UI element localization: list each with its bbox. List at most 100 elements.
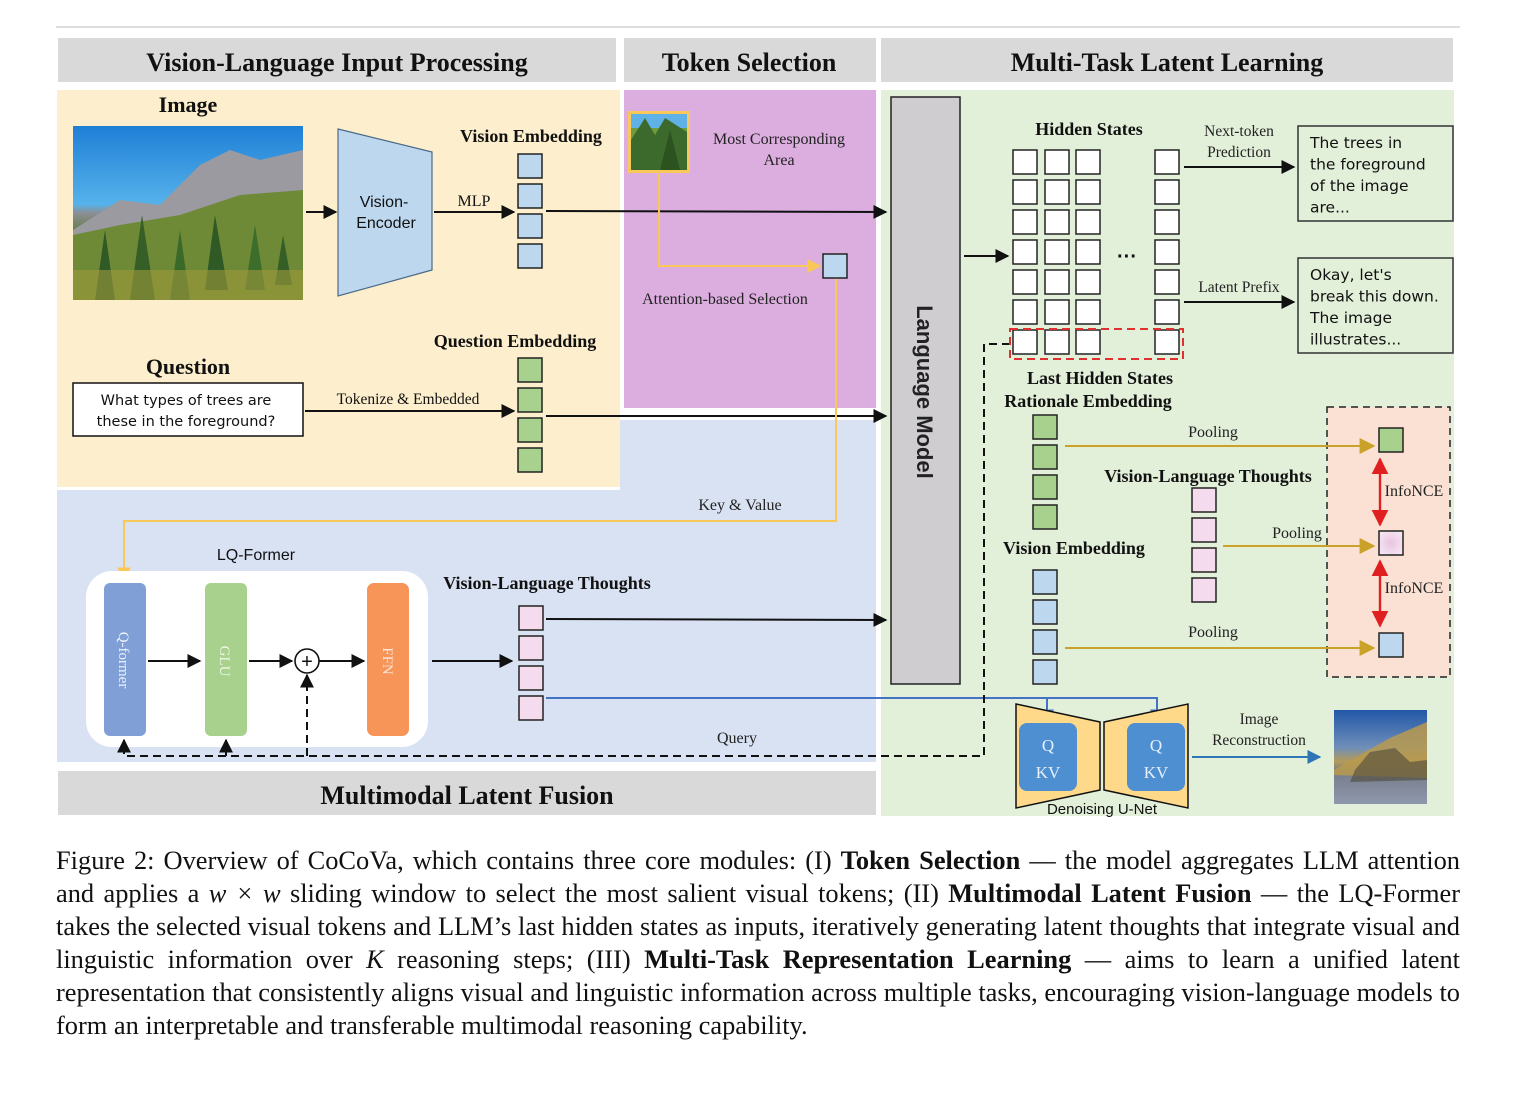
question-token bbox=[517, 387, 543, 413]
question-token bbox=[517, 417, 543, 443]
rationale-embedding-tokens bbox=[1032, 414, 1058, 530]
mt-thoughts-label: Vision-Language Thoughts bbox=[1104, 466, 1312, 486]
next-token-label-1: Next-token bbox=[1204, 123, 1274, 140]
unet-q-left: Q bbox=[1042, 736, 1054, 755]
vision-encoder-text-1: Vision- bbox=[360, 194, 409, 211]
vision-embedding-label: Vision Embedding bbox=[460, 126, 602, 146]
thought-token bbox=[1191, 547, 1217, 573]
qformer-block bbox=[104, 583, 146, 736]
language-model-block bbox=[890, 96, 961, 685]
hidden-state-cell bbox=[1154, 209, 1180, 235]
caption-text-3: — the LQ-Former takes the selected visua… bbox=[56, 878, 1460, 974]
output-text-line: of the image bbox=[1310, 177, 1409, 195]
lq-former-label: LQ-Former bbox=[217, 547, 296, 564]
output-text-line: illustrates... bbox=[1310, 331, 1401, 349]
hidden-states-grid bbox=[1012, 149, 1180, 355]
question-text-2: these in the foreground? bbox=[97, 414, 276, 430]
qformer-text: Q-former bbox=[115, 632, 131, 689]
selection-arrow bbox=[658, 174, 822, 273]
question-token bbox=[517, 357, 543, 383]
header-multitask-text: Multi-Task Latent Learning bbox=[1011, 48, 1324, 77]
hidden-state-cell bbox=[1044, 209, 1070, 235]
hidden-state-cell bbox=[1154, 149, 1180, 175]
thought-token bbox=[1191, 517, 1217, 543]
hidden-state-cell bbox=[1075, 329, 1101, 355]
hidden-state-cell bbox=[1075, 149, 1101, 175]
question-label: Question bbox=[146, 354, 230, 379]
thought-token bbox=[1191, 577, 1217, 603]
query-label: Query bbox=[717, 730, 757, 747]
hidden-state-cell bbox=[1044, 269, 1070, 295]
arrow-vision-to-lm bbox=[545, 204, 888, 219]
vision-token bbox=[517, 213, 543, 239]
hidden-state-cell bbox=[1044, 149, 1070, 175]
pooled-rationale-token bbox=[1378, 427, 1404, 453]
latent-prefix-output-text: Okay, let's break this down. The image illu… bbox=[1309, 266, 1439, 349]
output-text-line: The image bbox=[1309, 309, 1392, 327]
pooling-label-3: Pooling bbox=[1188, 624, 1238, 641]
hidden-state-cell bbox=[1012, 209, 1038, 235]
lq-former-box bbox=[86, 571, 428, 747]
fusion-thought-tokens bbox=[518, 605, 544, 721]
vision-token bbox=[517, 243, 543, 269]
last-hidden-highlight bbox=[1009, 328, 1184, 360]
next-token-label-2: Prediction bbox=[1207, 144, 1271, 161]
vision-token bbox=[517, 153, 543, 179]
hidden-state-cell bbox=[1075, 239, 1101, 265]
mt-thought-tokens bbox=[1191, 487, 1217, 603]
key-value-arrow bbox=[117, 279, 837, 582]
question-token bbox=[517, 447, 543, 473]
hidden-state-cell bbox=[1044, 239, 1070, 265]
hidden-state-cell bbox=[1012, 269, 1038, 295]
infonce-label-1: InfoNCE bbox=[1385, 483, 1444, 500]
hidden-states-label: Hidden States bbox=[1035, 119, 1143, 139]
pooled-thought-token bbox=[1378, 530, 1404, 556]
last-hidden-feedback-dashed bbox=[117, 343, 1010, 757]
output-text-line: break this down. bbox=[1310, 288, 1439, 306]
most-corresponding-area-image bbox=[628, 111, 690, 173]
image-label: Image bbox=[159, 92, 218, 117]
caption-bold-latent-fusion: Multimodal Latent Fusion bbox=[948, 878, 1252, 908]
attention-selection-label: Attention-based Selection bbox=[642, 291, 808, 308]
architecture-diagram: Vision-Language Input Processing Token S… bbox=[56, 26, 1460, 818]
language-model-text: Language Model bbox=[912, 305, 937, 479]
ffn-block bbox=[367, 583, 409, 736]
reconstructed-image bbox=[1334, 710, 1427, 804]
thought-token bbox=[518, 605, 544, 631]
hidden-state-cell bbox=[1154, 299, 1180, 325]
hidden-state-cell bbox=[1075, 269, 1101, 295]
hidden-state-cell bbox=[1075, 299, 1101, 325]
unet-kv-right: KV bbox=[1144, 763, 1169, 782]
pooling-label-1: Pooling bbox=[1188, 424, 1238, 441]
rationale-token bbox=[1032, 414, 1058, 440]
reconstruction-label-1: Image bbox=[1240, 711, 1279, 728]
hidden-state-cell bbox=[1044, 179, 1070, 205]
header-token-selection-text: Token Selection bbox=[662, 48, 837, 77]
hidden-state-cell bbox=[1012, 329, 1038, 355]
rationale-token bbox=[1032, 474, 1058, 500]
vision-encoder bbox=[337, 128, 433, 297]
hidden-state-cell bbox=[1075, 209, 1101, 235]
vision-token bbox=[1032, 599, 1058, 625]
caption-bold-token-selection: Token Selection bbox=[840, 845, 1021, 875]
vision-token bbox=[1032, 629, 1058, 655]
arrow-thoughts-to-lm bbox=[545, 612, 888, 627]
output-text-line: Okay, let's bbox=[1310, 266, 1392, 284]
hidden-state-cell bbox=[1012, 239, 1038, 265]
output-text-line: the foreground bbox=[1310, 156, 1426, 174]
vision-token bbox=[1032, 569, 1058, 595]
question-text-1: What types of trees are bbox=[101, 393, 272, 409]
add-symbol: + bbox=[301, 651, 313, 673]
rationale-embedding-label: Rationale Embedding bbox=[1004, 391, 1172, 411]
hidden-state-cell bbox=[1154, 329, 1180, 355]
hidden-state-cell bbox=[1012, 299, 1038, 325]
caption-text-1: — the model aggregates LLM attention and… bbox=[56, 845, 1460, 908]
most-corresponding-text-1: Most Corresponding bbox=[713, 131, 845, 148]
header-input-processing-text: Vision-Language Input Processing bbox=[146, 48, 527, 77]
mt-vision-embedding-label: Vision Embedding bbox=[1003, 538, 1145, 558]
hidden-state-cell bbox=[1154, 239, 1180, 265]
ffn-text: FFN bbox=[379, 647, 395, 675]
selected-token bbox=[822, 253, 848, 279]
unet-q-right: Q bbox=[1150, 736, 1162, 755]
